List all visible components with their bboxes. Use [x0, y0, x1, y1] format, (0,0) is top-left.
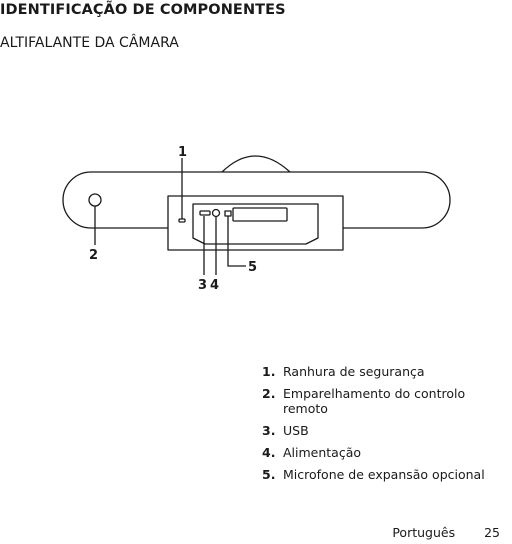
- legend-item: 1. Ranhura de segurança: [262, 364, 507, 379]
- legend-number: 2.: [262, 386, 276, 401]
- page-title: IDENTIFICAÇÃO DE COMPONENTES: [0, 2, 286, 18]
- callout-3: 3: [198, 278, 207, 293]
- leader-line-5: [227, 216, 246, 267]
- callout-4: 4: [210, 278, 219, 293]
- callout-5: 5: [248, 260, 257, 275]
- legend-item: 5. Microfone de expansão opcional: [262, 467, 507, 482]
- callout-1: 1: [178, 145, 187, 160]
- legend-text: USB: [283, 423, 309, 438]
- footer-language: Português: [392, 525, 456, 540]
- legend-number: 1.: [262, 364, 276, 379]
- power-port-icon: [211, 208, 221, 218]
- legend-text: Emparelhamento do controlo remoto: [283, 386, 466, 416]
- page-footer: Português 25: [392, 525, 500, 540]
- legend-item: 3. USB: [262, 423, 507, 438]
- camera-dome: [221, 155, 291, 173]
- component-legend: 1. Ranhura de segurança 2. Emparelhament…: [262, 364, 507, 489]
- legend-text: Alimentação: [283, 445, 362, 460]
- recessed-slot: [232, 207, 288, 222]
- legend-text: Ranhura de segurança: [283, 364, 425, 379]
- legend-item: 2. Emparelhamento do controlo remoto: [262, 386, 507, 416]
- legend-number: 5.: [262, 467, 276, 482]
- page-number: 25: [484, 525, 500, 540]
- legend-item: 4. Alimentação: [262, 445, 507, 460]
- callout-2: 2: [89, 248, 98, 263]
- legend-number: 3.: [262, 423, 276, 438]
- legend-text: Microfone de expansão opcional: [283, 467, 485, 482]
- usb-port-icon: [199, 210, 211, 216]
- connector-bay: [192, 203, 319, 245]
- legend-number: 4.: [262, 445, 276, 460]
- section-subtitle: ALTIFALANTE DA CÂMARA: [0, 35, 179, 51]
